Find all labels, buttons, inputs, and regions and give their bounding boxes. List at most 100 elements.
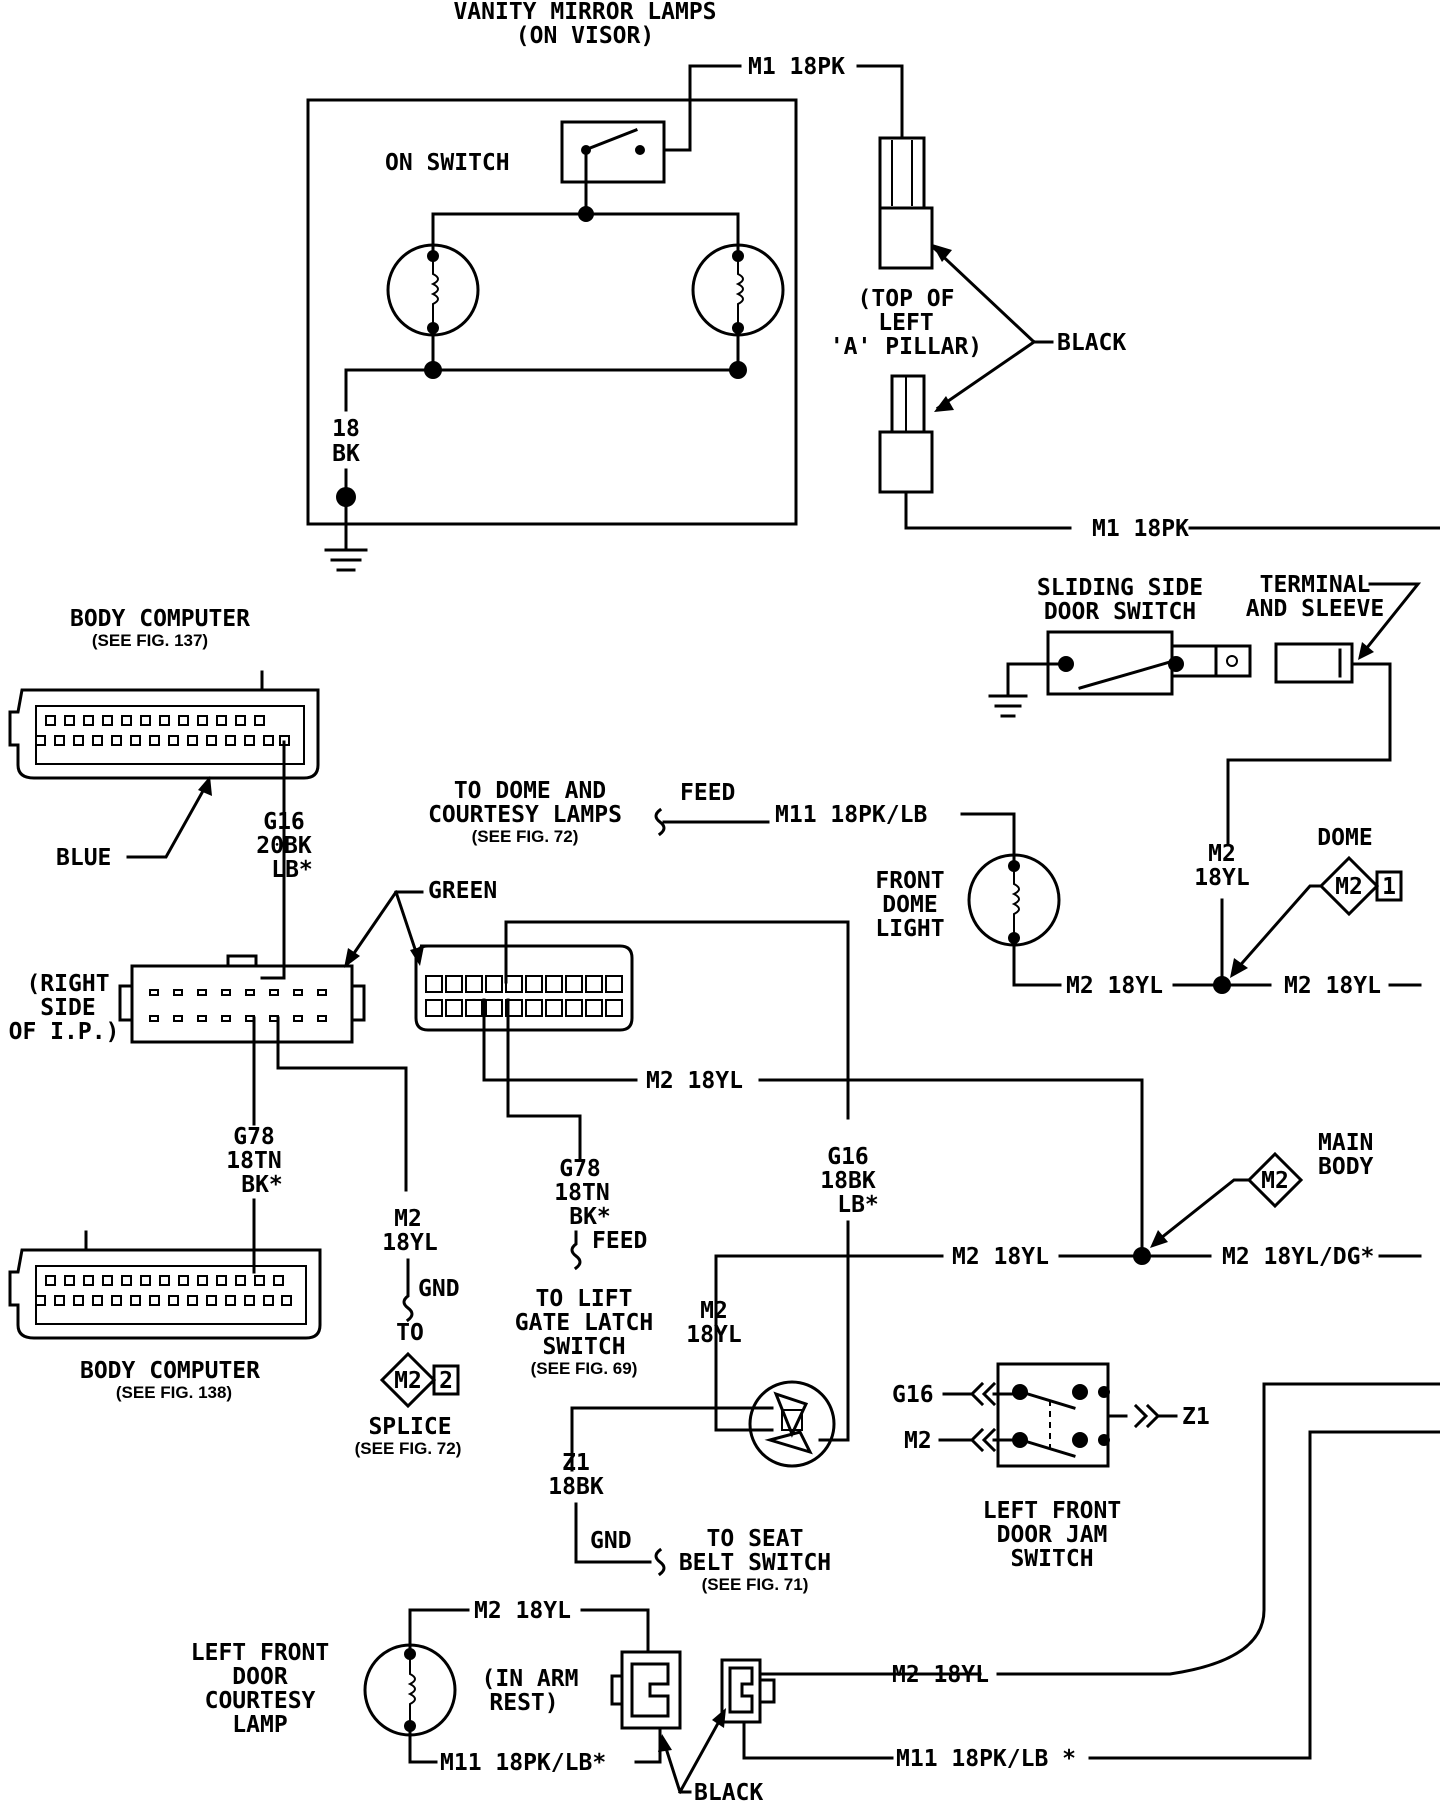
armrest-black-label: BLACK [694, 1780, 763, 1804]
main-splice-code: M2 [1261, 1168, 1289, 1194]
z1-line1: Z1 [562, 1450, 590, 1476]
dome-feed-label: FEED [680, 780, 735, 806]
dome-splice-diamond [1318, 855, 1380, 917]
wire-m2-vert-color: 18YL [1194, 865, 1249, 891]
dome-feed-ref: (SEE FIG. 72) [472, 827, 579, 846]
green-label: GREEN [428, 878, 497, 904]
sliding-door-switch: SLIDING SIDE DOOR SWITCH TERMINAL AND SL… [988, 572, 1422, 847]
liftgate-line2: GATE LATCH [515, 1310, 653, 1336]
dome-feed-line1: TO DOME AND [454, 778, 606, 804]
wire-m11-courtesy-label: M11 18PK/LB* [440, 1750, 606, 1776]
g16-top-line2: 20BK [256, 833, 312, 859]
ground-wire-gauge: 18 [332, 416, 360, 442]
courtesy-lamp-group: LEFT FRONT DOOR COURTESY LAMP M2 18YL M1… [191, 1598, 1076, 1804]
g78-left-line2: 18TN [226, 1148, 281, 1174]
front-dome-light-group: TO DOME AND COURTESY LAMPS (SEE FIG. 72)… [428, 778, 1422, 999]
g16-top-line3: LB* [271, 857, 313, 883]
pillar-connector-top-body [878, 206, 934, 270]
z1-gnd: GND [590, 1528, 632, 1554]
ground-symbol [324, 548, 368, 572]
wire-m11-armrest-right-label: M11 18PK/LB * [896, 1746, 1076, 1772]
dome-splice-num: 1 [1382, 874, 1396, 900]
on-switch-box [560, 120, 666, 184]
terminal-label-line1: TERMINAL [1260, 572, 1371, 598]
liftgate-line1: TO LIFT [536, 1286, 633, 1312]
wire-m2-dome-right-label: M2 18YL [1284, 973, 1381, 999]
body-computer-top-title: BODY COMPUTER [70, 606, 250, 632]
g78-center-feed: FEED [592, 1228, 647, 1254]
splice-num: 2 [439, 1368, 453, 1394]
splice-m2-2-group: M2 18YL GND TO M2 2 SPLICE (SEE FIG. 72) [355, 1206, 462, 1458]
ip-label-line2: SIDE [40, 995, 95, 1021]
seatbelt-line2: BELT SWITCH [679, 1550, 831, 1576]
dome-splice-label: DOME [1317, 825, 1372, 851]
armrest-line1: (IN ARM [482, 1666, 579, 1692]
sliding-door-label-line2: DOOR SWITCH [1044, 599, 1196, 625]
front-dome-line3: LIGHT [875, 916, 944, 942]
splice-wire-color: 18YL [382, 1230, 437, 1256]
body-computer-bottom-pins [35, 1275, 292, 1306]
seatbelt-ref: (SEE FIG. 71) [702, 1575, 809, 1594]
ip-label-line3: OF I.P.) [9, 1019, 120, 1045]
jam-z1-label: Z1 [1182, 1404, 1210, 1430]
wire-m2-mid-label: M2 18YL [646, 1068, 743, 1094]
splice-label: SPLICE [368, 1414, 451, 1440]
main-body-line1: MAIN [1318, 1130, 1373, 1156]
jam-line1: LEFT FRONT [983, 1498, 1121, 1524]
g16-center-line2: 18BK [820, 1168, 876, 1194]
pillar-connector-bottom-pin [890, 374, 926, 434]
pillar-black-label: BLACK [1057, 330, 1126, 356]
front-dome-line1: FRONT [875, 868, 944, 894]
body-computer-top-blue-label: BLUE [56, 845, 111, 871]
vanity-title-line2: (ON VISOR) [516, 23, 654, 49]
main-body-line2: BODY [1318, 1154, 1374, 1180]
main-body-splice-diamond [1246, 1151, 1304, 1209]
m2-seatbelt-gauge: M2 [700, 1298, 728, 1324]
jam-g16-label: G16 [892, 1382, 934, 1408]
ip-connector-right-pins [425, 975, 623, 1017]
liftgate-group: G78 18TN BK* FEED TO LIFT GATE LATCH SWI… [515, 1156, 653, 1378]
jam-line2: DOOR JAM [997, 1522, 1108, 1548]
z1-line2: 18BK [548, 1474, 604, 1500]
body-computer-top-connector [8, 688, 320, 780]
wire-m2-vert-gauge: M2 [1208, 841, 1236, 867]
sliding-door-label-line1: SLIDING SIDE [1037, 575, 1203, 601]
body-computer-top-pins [35, 715, 290, 746]
jam-m2-label: M2 [904, 1428, 932, 1454]
pillar-connector-bottom-body [878, 430, 934, 494]
splice-ref: (SEE FIG. 72) [355, 1439, 462, 1458]
m2-seatbelt-color: 18YL [686, 1322, 741, 1348]
g78-center-line1: G78 [559, 1156, 601, 1182]
terminal-label-line2: AND SLEEVE [1246, 596, 1384, 622]
body-computer-bottom-group: G78 18TN BK* BODY COMPUTER (SEE FIG. 138… [8, 1124, 322, 1402]
courtesy-line2: DOOR [232, 1664, 288, 1690]
wire-m2-dome-left-label: M2 18YL [1066, 973, 1163, 999]
wire-m2-main-right-label: M2 18YL/DG* [1222, 1244, 1374, 1270]
dome-splice-code: M2 [1335, 874, 1363, 900]
splice-to-label: TO [396, 1320, 424, 1346]
courtesy-line3: COURTESY [205, 1688, 316, 1714]
armrest-line2: REST) [489, 1690, 558, 1716]
liftgate-ref: (SEE FIG. 69) [531, 1359, 638, 1378]
g16-center-line1: G16 [827, 1144, 869, 1170]
body-computer-top: BODY COMPUTER (SEE FIG. 137) BLUE G16 20… [8, 606, 320, 980]
g78-left-line1: G78 [233, 1124, 275, 1150]
wire-m2-lower-label: M2 18YL [952, 1244, 1049, 1270]
door-jam-switch-group: G16 M2 Z1 LEFT FRONT DOOR JAM SWITCH [892, 1362, 1440, 1760]
wire-m2-courtesy-label: M2 18YL [474, 1598, 571, 1624]
g78-left-line3: BK* [241, 1172, 283, 1198]
switch-blade [588, 128, 638, 150]
on-switch-label: ON SWITCH [385, 150, 510, 176]
visor-box [306, 98, 798, 526]
ip-label-line1: (RIGHT [26, 971, 109, 997]
splice-gnd-label: GND [418, 1276, 460, 1302]
wire-m1-top-label: M1 18PK [748, 54, 845, 80]
pillar-label-line2: LEFT [878, 310, 933, 336]
g16-center-line3: LB* [837, 1192, 879, 1218]
pillar-label-line1: (TOP OF [858, 286, 955, 312]
g16-top-line1: G16 [263, 809, 305, 835]
splice-wire-gauge: M2 [394, 1206, 422, 1232]
body-computer-top-ref: (SEE FIG. 137) [92, 631, 208, 650]
dome-feed-line2: COURTESY LAMPS [428, 802, 622, 828]
pillar-connector-top-cap [878, 136, 926, 210]
